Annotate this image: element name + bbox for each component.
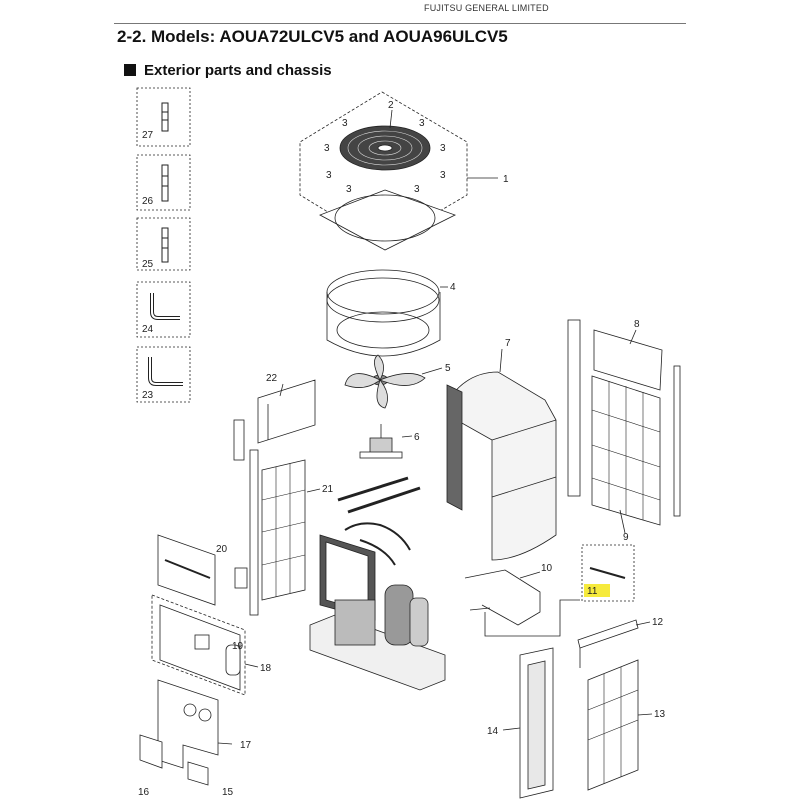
part-labels: 1 2 3 3 3 3 3 3 3 3 4 5 6 7 8 9 10 11 12…: [138, 100, 666, 798]
fan-shroud: [326, 269, 448, 357]
right-side-panels: [567, 319, 681, 534]
part-label: 24: [142, 324, 154, 335]
part-label: 22: [266, 373, 278, 384]
part-label: 21: [322, 484, 334, 495]
top-panel-group: [299, 91, 498, 251]
fan-guard: [339, 125, 431, 171]
part-label: 6: [414, 432, 420, 443]
accessory-boxes: [136, 87, 191, 403]
page-title: 2-2. Models: AOUA72ULCV5 and AOUA96ULCV5: [117, 27, 508, 46]
company-name: FUJITSU GENERAL LIMITED: [424, 3, 549, 13]
section-heading: Exterior parts and chassis: [124, 62, 332, 79]
part-label: 12: [652, 617, 664, 628]
part-label: 3: [346, 184, 352, 195]
part-label: 16: [138, 787, 150, 798]
part-label: 2: [388, 100, 394, 111]
part-label-highlighted: 11: [587, 586, 598, 597]
part-label: 18: [260, 663, 272, 674]
front-panels: [139, 534, 259, 786]
part-label: 3: [440, 143, 446, 154]
sensor-parts: [464, 544, 635, 637]
part-label: 3: [414, 184, 420, 195]
motor-rails: [337, 476, 421, 514]
part-label: 8: [634, 319, 640, 330]
part-label: 1: [503, 174, 509, 185]
part-label: 17: [240, 740, 252, 751]
left-side-panels: [233, 379, 321, 616]
part-label: 7: [505, 338, 511, 349]
pipe-parts: [148, 102, 183, 386]
bottom-right-panels: [502, 619, 653, 799]
part-label: 15: [222, 787, 234, 798]
part-label: 4: [450, 282, 456, 293]
part-label: 19: [232, 641, 244, 652]
part-label: 3: [440, 170, 446, 181]
part-label: 13: [654, 709, 666, 720]
part-label: 26: [142, 196, 154, 207]
part-label: 3: [324, 143, 330, 154]
chassis-compressor: [309, 522, 446, 691]
part-label: 10: [541, 563, 553, 574]
part-label: 3: [342, 118, 348, 129]
heat-exchanger: [446, 348, 557, 561]
part-label: 23: [142, 390, 154, 401]
part-label: 9: [623, 532, 629, 543]
square-bullet-icon: [124, 64, 136, 76]
part-label: 14: [487, 726, 499, 737]
part-label: 3: [326, 170, 332, 181]
part-label: 3: [419, 118, 425, 129]
part-label: 5: [445, 363, 451, 374]
part-label: 27: [142, 130, 154, 141]
part-label: 20: [216, 544, 228, 555]
highlight-marker: [584, 584, 610, 597]
fan-and-motor: [344, 354, 443, 459]
section-heading-text: Exterior parts and chassis: [144, 62, 332, 79]
header-rule: [114, 23, 686, 24]
part-label: 25: [142, 259, 154, 270]
